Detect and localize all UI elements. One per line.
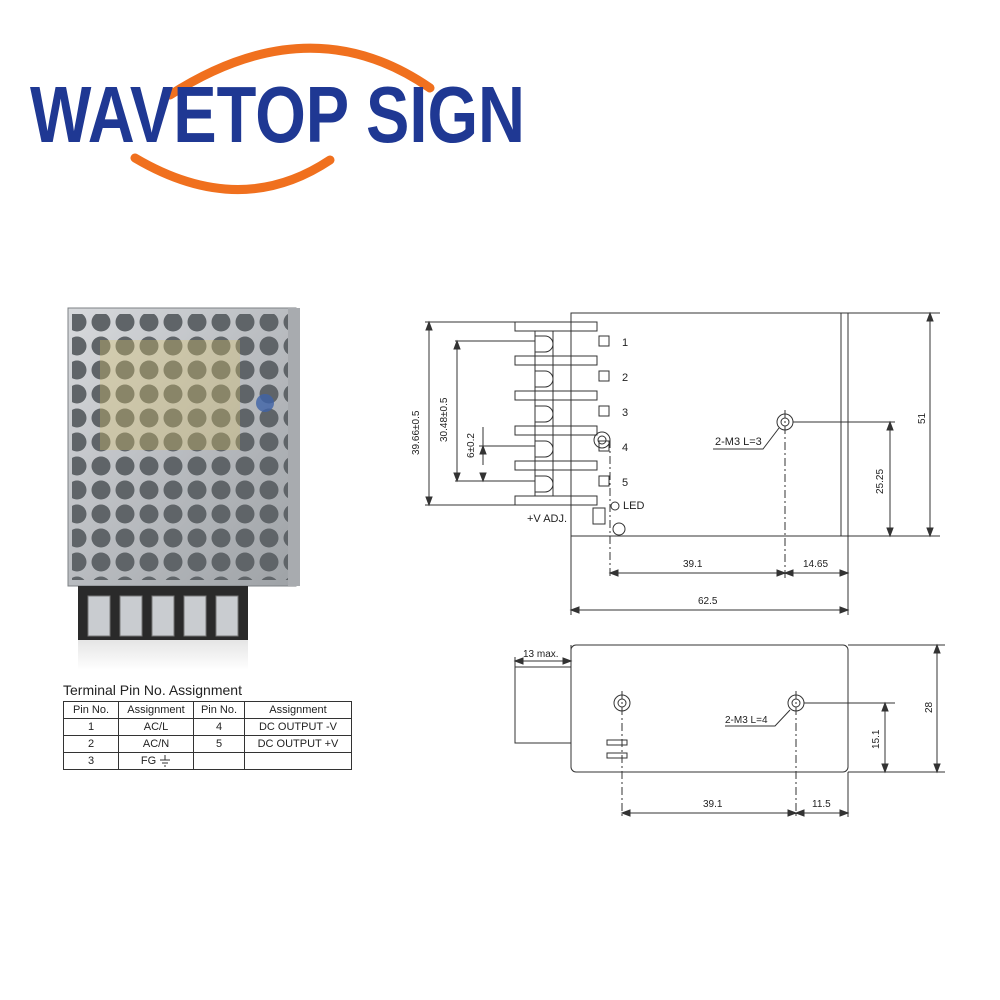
table-cell: AC/L: [118, 718, 194, 736]
dim-39-1-top: 39.1: [683, 559, 703, 570]
dim-39-66: 39.66±0.5: [411, 410, 422, 455]
table-cell: DC OUTPUT +V: [244, 735, 352, 753]
vadj-label: +V ADJ.: [527, 513, 567, 525]
dim-11-5: 11.5: [812, 799, 831, 810]
header-pin-no-1: Pin No.: [63, 701, 119, 719]
header-assignment-1: Assignment: [118, 701, 194, 719]
adj-hole-inner: [597, 435, 607, 445]
pin-label-5: 5: [622, 477, 628, 489]
power-supply-photo: [67, 307, 300, 670]
table-row: 3 FG: [63, 752, 352, 770]
side-view-drawing: 13 max. 2-M3 L=4 28 15.1 39.1 11.5: [513, 643, 945, 817]
fg-label: FG: [140, 754, 157, 767]
led-icon: [610, 501, 620, 511]
pin-assignment-table: Pin No. Assignment Pin No. Assignment 1 …: [63, 701, 352, 770]
mount-label-top: 2-M3 L=3: [715, 436, 762, 448]
led-label: LED: [623, 500, 644, 512]
header-assignment-2: Assignment: [244, 701, 352, 719]
terminal-screws: [87, 595, 239, 637]
dim-6: 6±0.2: [466, 433, 477, 458]
dim-28: 28: [924, 701, 935, 713]
top-view-drawing: 1 2 3 4 5 LED +V ADJ. 2-M3 L=3 39.66±0.5…: [411, 311, 940, 615]
header-pin-no-2: Pin No.: [193, 701, 245, 719]
dim-39-1-side: 39.1: [703, 799, 723, 810]
dim-51: 51: [917, 412, 928, 424]
table-cell: 3: [63, 752, 119, 770]
dim-15-1: 15.1: [871, 729, 882, 749]
table-cell: 2: [63, 735, 119, 753]
logo-text: WAVETOP SIGN: [30, 70, 525, 159]
reflection: [78, 640, 248, 670]
internal-yellow: [100, 340, 240, 450]
table-row: 2 AC/N 5 DC OUTPUT +V: [63, 735, 352, 753]
vadj-box: [592, 507, 606, 525]
table-cell: [244, 752, 352, 770]
table-cell: 5: [193, 735, 245, 753]
vent-slot: [606, 739, 628, 746]
dim-25-25: 25.25: [875, 469, 886, 494]
logo-arc-bottom: [130, 153, 335, 194]
vent-slot: [606, 752, 628, 759]
pin-label-2: 2: [622, 372, 628, 384]
dim-13-max: 13 max.: [523, 649, 559, 660]
table-header-row: Pin No. Assignment Pin No. Assignment: [63, 701, 352, 719]
perforation: [72, 314, 288, 580]
mount-leader-side: [725, 709, 791, 727]
case-side: [288, 308, 300, 586]
mount-label-side: 2-M3 L=4: [725, 715, 768, 726]
side-terminal: [514, 666, 572, 744]
brand-logo: WAVETOP SIGN: [30, 43, 525, 194]
pin-label-4: 4: [622, 442, 628, 454]
ground-icon: [160, 755, 171, 767]
mount-leader-top: [713, 427, 780, 450]
capacitor-blue: [256, 394, 274, 412]
dim-62-5: 62.5: [698, 596, 718, 607]
table-cell: [193, 752, 245, 770]
dim-14-65: 14.65: [803, 559, 828, 570]
pin-table-title: Terminal Pin No. Assignment: [63, 682, 242, 698]
table-cell: 4: [193, 718, 245, 736]
logo-arc-top: [165, 43, 435, 100]
table-cell: 1: [63, 718, 119, 736]
table-cell: DC OUTPUT -V: [244, 718, 352, 736]
table-row: 1 AC/L 4 DC OUTPUT -V: [63, 718, 352, 736]
pin-label-3: 3: [622, 407, 628, 419]
bottom-hole: [612, 522, 626, 536]
table-cell: FG: [118, 752, 194, 770]
dim-30-48: 30.48±0.5: [439, 397, 450, 442]
pin-label-1: 1: [622, 337, 628, 349]
adj-hole: [593, 431, 611, 449]
pin-markers: [598, 335, 610, 487]
table-cell: AC/N: [118, 735, 194, 753]
terminal-strips: [514, 321, 598, 506]
